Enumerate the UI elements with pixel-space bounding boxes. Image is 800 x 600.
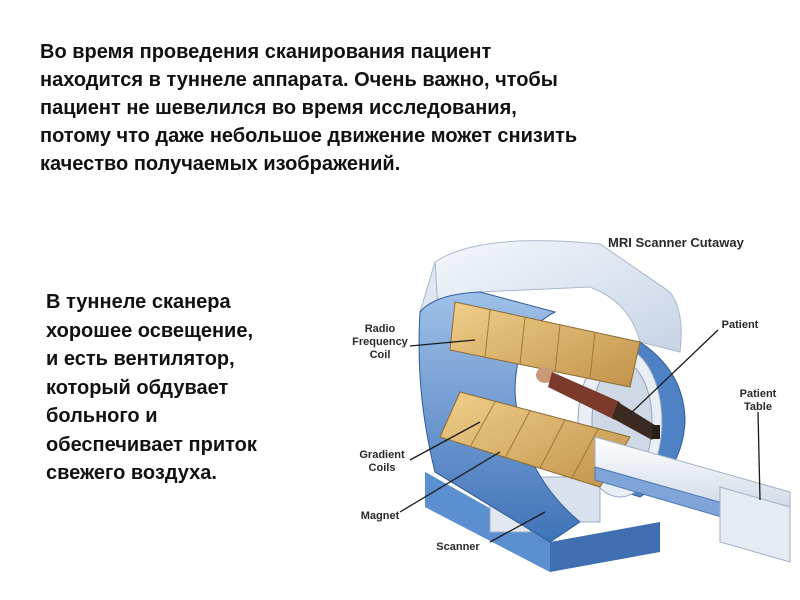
tunnel-description: В туннеле сканера хорошее освещение, и е… <box>46 288 346 488</box>
leader-lines <box>399 329 761 543</box>
side-line-7: свежего воздуха. <box>46 462 217 484</box>
patient-table <box>594 436 791 563</box>
radio-frequency-coil <box>449 301 641 388</box>
intro-line-2: находится в туннеле аппарата. Очень важн… <box>40 69 558 91</box>
label-gradient-2: Coils <box>369 462 396 474</box>
intro-line-5: качество получаемых изображений. <box>40 153 401 175</box>
side-line-6: обеспечивает приток <box>46 433 257 456</box>
intro-line-3: пациент не шевелился во время исследован… <box>40 97 517 119</box>
patient-figure <box>536 367 660 440</box>
intro-paragraph: Во время проведения сканирования пациент… <box>40 38 770 178</box>
side-line-2: хорошее освещение, <box>46 319 254 342</box>
intro-line-4: потому что даже небольшое движение может… <box>40 125 578 147</box>
mri-cutaway-illustration: MRI Scanner Cutaway Radio Frequency Coil… <box>352 235 791 572</box>
label-radio-3: Coil <box>370 349 391 361</box>
label-table-2: Table <box>744 401 772 413</box>
side-line-4: который обдувает <box>46 376 229 399</box>
intro-line-1: Во время проведения сканирования пациент <box>40 41 492 63</box>
label-magnet: Magnet <box>361 510 400 522</box>
side-line-5: больного и <box>46 405 158 427</box>
gradient-coils <box>439 391 631 488</box>
label-table-1: Patient <box>740 388 777 400</box>
label-radio-1: Radio <box>365 323 396 335</box>
label-scanner: Scanner <box>436 541 480 553</box>
label-radio-2: Frequency <box>352 336 409 348</box>
mri-cutaway-figure: MRI Scanner Cutaway Radio Frequency Coil… <box>340 222 800 582</box>
side-line-1: В туннеле сканера <box>46 291 231 313</box>
label-patient: Patient <box>722 319 759 331</box>
label-gradient-1: Gradient <box>359 449 405 461</box>
side-line-3: и есть вентилятор, <box>46 348 235 370</box>
figure-title: MRI Scanner Cutaway <box>608 235 745 250</box>
